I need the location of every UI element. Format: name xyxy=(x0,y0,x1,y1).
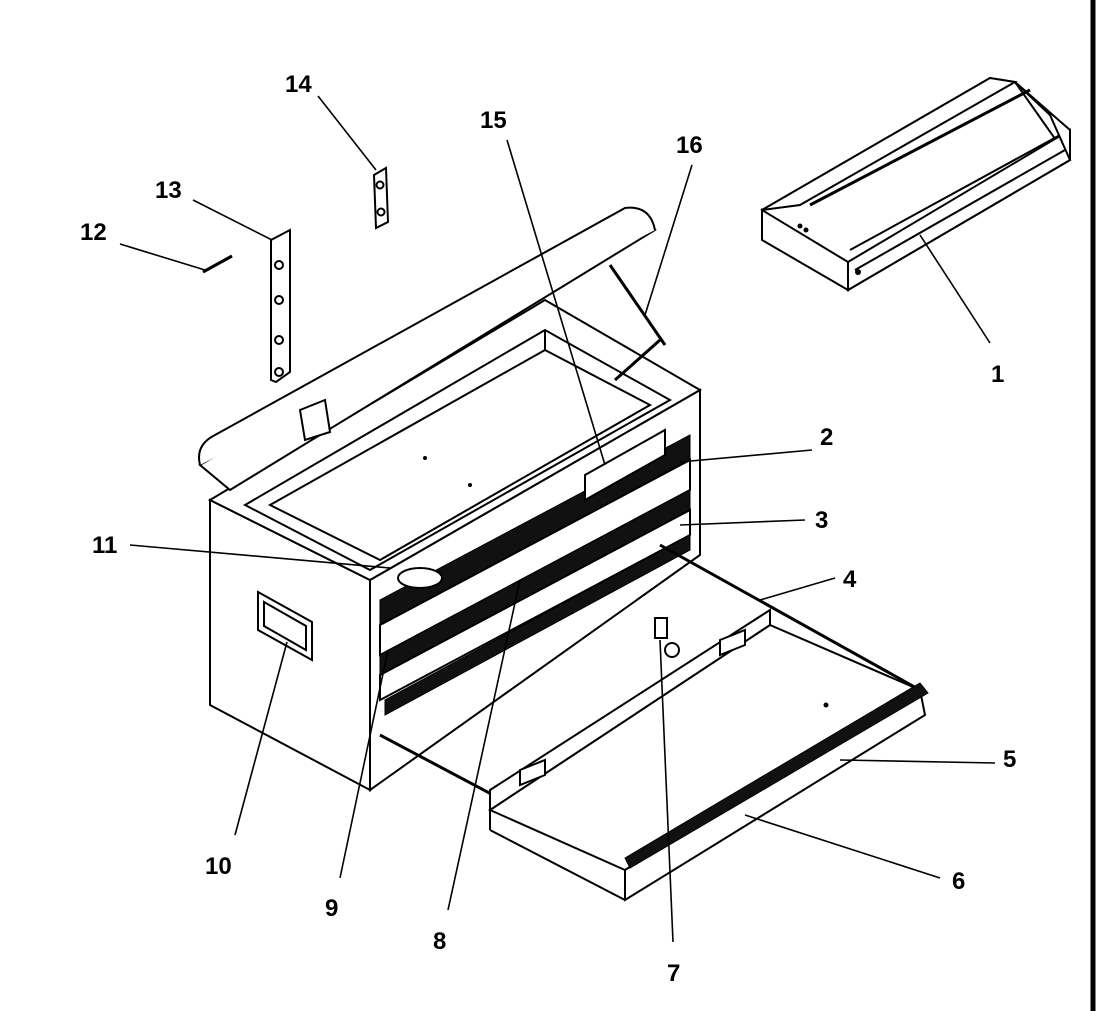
hinge-long xyxy=(270,228,291,384)
hinge-short xyxy=(372,166,390,230)
callout-9: 9 xyxy=(325,895,338,922)
callout-3: 3 xyxy=(815,507,828,534)
callout-13: 13 xyxy=(155,177,182,204)
callout-5: 5 xyxy=(1003,746,1016,773)
tote-tray xyxy=(760,76,1072,292)
drawer-stack xyxy=(379,428,691,716)
callout-10: 10 xyxy=(205,853,232,880)
callout-1: 1 xyxy=(991,361,1004,388)
leader-lines xyxy=(119,95,996,943)
callout-8: 8 xyxy=(433,928,446,955)
lid-stay-pin xyxy=(202,254,233,274)
callout-7: 7 xyxy=(667,960,680,987)
bottom-drawer-open xyxy=(379,543,929,902)
callout-labels: 1 2 3 4 5 6 7 8 9 10 11 12 13 14 15 16 xyxy=(80,71,1016,987)
callout-2: 2 xyxy=(820,424,833,451)
callout-16: 16 xyxy=(676,132,703,159)
chest-lid xyxy=(198,206,667,492)
callout-11: 11 xyxy=(92,532,117,559)
callout-4: 4 xyxy=(843,566,857,593)
callout-15: 15 xyxy=(480,107,507,134)
callout-12: 12 xyxy=(80,219,107,246)
callout-6: 6 xyxy=(952,868,965,895)
callout-14: 14 xyxy=(285,71,312,98)
